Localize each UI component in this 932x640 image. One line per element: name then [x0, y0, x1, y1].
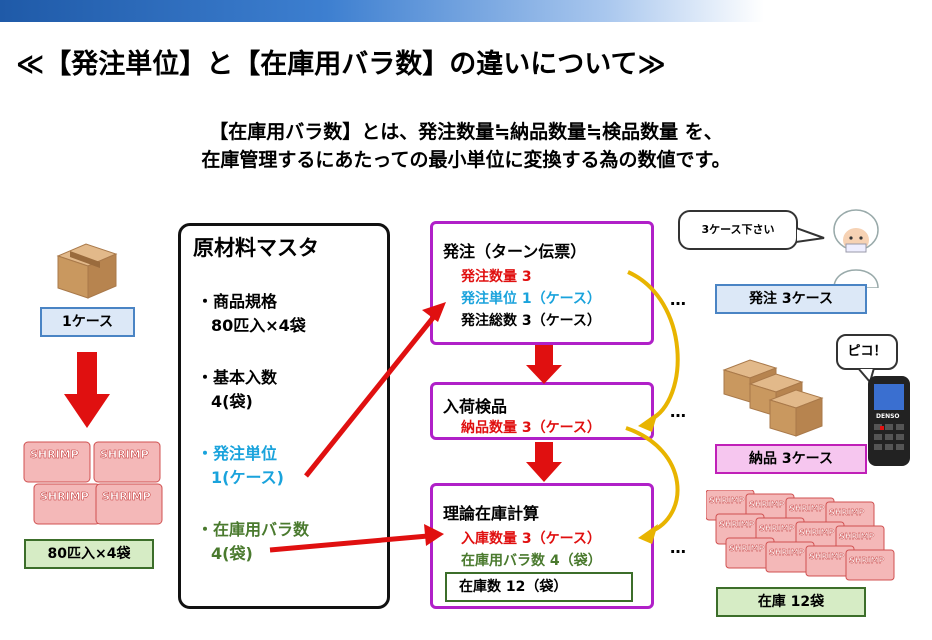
master-item-value: 4(袋) [211, 392, 253, 411]
intro-line-1: 【在庫用バラ数】とは、発注数量≒納品数量≒検品数量 を、 [209, 121, 723, 143]
intro-text: 【在庫用バラ数】とは、発注数量≒納品数量≒検品数量 を、 在庫管理するにあたって… [0, 118, 932, 174]
shrimp-bags-icon: SHRIMP SHRIMP SHRIMP SHRIMP [23, 441, 163, 525]
master-item-label: ・商品規格 [197, 292, 278, 311]
shrimp-text: SHRIMP [30, 448, 79, 461]
order-unit-link-arrow [304, 302, 446, 478]
cardboard-boxes-icon [722, 359, 824, 437]
shrimp-text: SHRIMP [40, 490, 89, 503]
receive-qty: 納品数量 3（ケース） [461, 420, 601, 436]
bara-link-arrow [269, 524, 444, 553]
case-label: 1ケース [40, 307, 135, 337]
shrimp-text: SHRIMP [789, 504, 825, 513]
shrimp-text: SHRIMP [709, 496, 745, 505]
order-step-box: 発注（ターン伝票） 発注数量 3 発注単位 1（ケース） 発注総数 3（ケース） [430, 221, 654, 345]
beep-bubble: ピコ！ [836, 334, 898, 370]
ellipsis: … [670, 290, 686, 309]
scanner-brand: DENSO [876, 413, 900, 420]
stock-bara: 在庫用バラ数 4（袋） [461, 553, 602, 569]
gold-curve-arrow [627, 270, 680, 422]
gold-curve-arrowhead [638, 412, 658, 432]
gold-curve-arrowhead [638, 524, 658, 544]
shrimp-text: SHRIMP [839, 532, 875, 541]
shrimp-text: SHRIMP [729, 544, 765, 553]
master-item-label: ・在庫用バラ数 [197, 520, 310, 539]
stock-count-box: 在庫数 12（袋） [445, 572, 633, 602]
ellipsis: … [670, 402, 686, 421]
shrimp-text: SHRIMP [829, 508, 865, 517]
master-title: 原材料マスタ [193, 236, 319, 260]
speech-bubble: 3ケース下さい [678, 210, 798, 250]
master-item-spec: ・商品規格 80匹入×4袋 [197, 290, 306, 338]
master-item-value: 4(袋) [211, 544, 253, 563]
step-down-arrow [526, 345, 562, 384]
master-item-value: 80匹入×4袋 [211, 316, 306, 335]
receive-step-box: 入荷検品 納品数量 3（ケース） [430, 382, 654, 440]
master-item-bara: ・在庫用バラ数 4(袋) [197, 518, 309, 566]
master-item-label: ・発注単位 [197, 444, 278, 463]
header-gradient-bar [0, 0, 932, 22]
order-qty: 発注数量 3 [461, 269, 532, 285]
master-item-order-unit: ・発注単位 1(ケース) [197, 442, 284, 490]
order-total: 発注総数 3（ケース） [461, 313, 601, 329]
worker-icon [833, 209, 879, 288]
cardboard-box-icon [56, 243, 118, 299]
handheld-scanner-icon: DENSO [868, 376, 910, 466]
step-down-arrow [526, 442, 562, 482]
shrimp-bags-stack-icon: SHRIMP SHRIMP SHRIMP SHRIMP SHRIMP SHRIMP SHRI… [706, 490, 895, 581]
delivery-label: 納品 3ケース [715, 444, 867, 474]
shrimp-text: SHRIMP [799, 528, 835, 537]
stock-step-heading: 理論在庫計算 [443, 504, 540, 523]
master-item-label: ・基本入数 [197, 368, 278, 387]
order-unit: 発注単位 1（ケース） [461, 291, 601, 307]
stock-label: 在庫 12袋 [716, 587, 866, 617]
stock-step-box: 理論在庫計算 入庫数量 3（ケース） 在庫用バラ数 4（袋） 在庫数 12（袋） [430, 483, 654, 609]
shrimp-text: SHRIMP [849, 556, 885, 565]
receive-step-heading: 入荷検品 [443, 397, 508, 416]
master-item-base-qty: ・基本入数 4(袋) [197, 366, 277, 414]
gold-curve-arrow [625, 426, 680, 534]
bubble-tail [796, 226, 825, 244]
shrimp-text: SHRIMP [102, 490, 151, 503]
ellipsis: … [670, 538, 686, 557]
order-label: 発注 3ケース [715, 284, 867, 314]
bag-label: 80匹入×4袋 [24, 539, 154, 569]
down-arrow-icon [64, 352, 110, 428]
master-item-value: 1(ケース) [211, 468, 284, 487]
shrimp-bag [845, 549, 895, 581]
beep-bubble-tail [856, 368, 876, 384]
intro-line-2: 在庫管理するにあたっての最小単位に変換する為の数値です。 [201, 149, 731, 171]
shrimp-text: SHRIMP [749, 500, 785, 509]
shrimp-text: SHRIMP [809, 552, 845, 561]
shrimp-text: SHRIMP [719, 520, 755, 529]
order-step-heading: 発注（ターン伝票） [443, 242, 587, 261]
shrimp-text: SHRIMP [769, 548, 805, 557]
shrimp-text: SHRIMP [100, 448, 149, 461]
page-title: ≪【発注単位】と【在庫用バラ数】の違いについて≫ [16, 49, 666, 80]
stock-in-qty: 入庫数量 3（ケース） [461, 531, 601, 547]
shrimp-text: SHRIMP [759, 524, 795, 533]
